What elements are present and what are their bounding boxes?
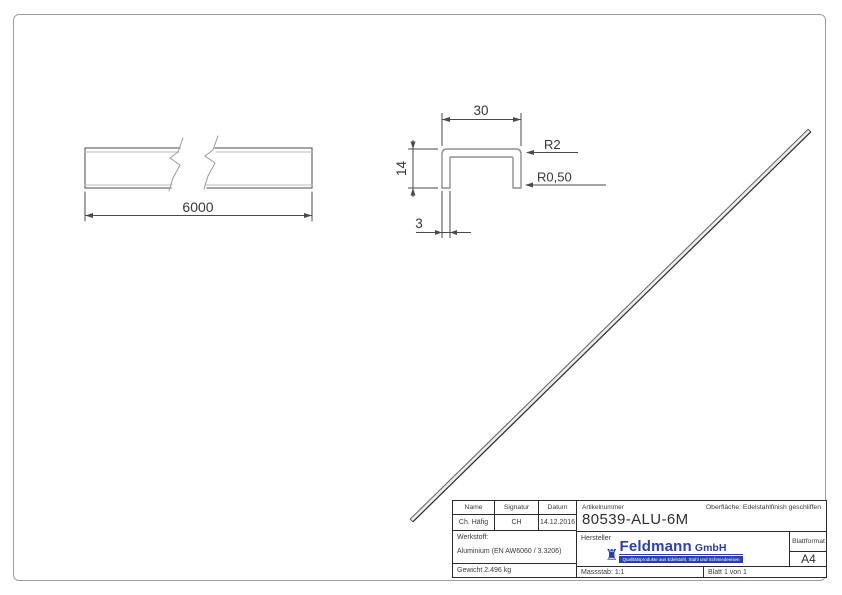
dim-height-label: 14: [394, 161, 409, 177]
titleblock-value-name: Ch. Häfig: [453, 515, 495, 531]
isometric-rod: [409, 128, 812, 523]
titleblock-werkstoff-cell: Werkstoff: Aluminium (EN AW6060 / 3.3206…: [453, 531, 577, 564]
titleblock-hersteller-cell: Hersteller ♜ Feldmann GmbH Qualitätsprod…: [577, 532, 790, 567]
oberflaeche-text: Oberfläche: Edelstahlfinish geschliffen: [706, 504, 821, 511]
dim-length: [84, 191, 313, 222]
oberflaeche-label: Oberfläche:: [705, 504, 742, 511]
sheet-border: [13, 14, 826, 581]
dim-height: [408, 140, 438, 197]
dim-radius-inner: R0,50: [525, 170, 606, 188]
feldmann-logo: ♜ Feldmann GmbH Qualitätsprodukte aus Ed…: [605, 538, 743, 564]
titleblock-value-datum: 14.12.2016: [539, 515, 577, 531]
logo-tagline-banner: Qualitätsprodukte aus Edelstahl, Stahl u…: [619, 556, 743, 563]
dim-radius-outer: R2: [526, 137, 578, 155]
logo-suffix-text: GmbH: [694, 542, 727, 554]
title-block: Name Signatur Datum Ch. Häfig CH 14.12.2…: [452, 500, 827, 578]
titleblock-header-datum: Datum: [539, 501, 577, 515]
dim-length-label: 6000: [182, 199, 213, 215]
oberflaeche-value: Edelstahlfinish geschliffen: [742, 504, 821, 511]
titleblock-value-signatur: CH: [495, 515, 539, 531]
werkstoff-label: Werkstoff:: [457, 534, 489, 541]
titleblock-gewicht-cell: Gewicht 2.496 kg: [453, 564, 577, 577]
titleblock-blattformat-value: A4: [790, 552, 827, 567]
break-lines: [168, 135, 219, 192]
titleblock-blatt-cell: Blatt 1 von 1: [708, 568, 747, 576]
dim-thickness-label: 3: [415, 216, 423, 231]
feldmann-logo-icon: ♜: [605, 547, 619, 564]
artikelnummer-label: Artikelnummer: [582, 504, 624, 511]
logo-brand-text: Feldmann: [619, 538, 692, 555]
dim-radius-outer-label: R2: [544, 137, 561, 152]
titleblock-artikelnummer-cell: Artikelnummer Oberfläche: Edelstahlfinis…: [577, 501, 827, 532]
dim-width-label: 30: [473, 103, 488, 118]
section-view: 30 14 3 R2: [394, 103, 606, 238]
artikelnummer-value: 80539-ALU-6M: [582, 511, 689, 528]
titleblock-blattformat-label: Blattformat: [790, 532, 827, 552]
profile-outline: [441, 148, 522, 189]
titleblock-header-signatur: Signatur: [495, 501, 539, 515]
dim-width: [441, 113, 522, 146]
hersteller-label: Hersteller: [581, 535, 611, 542]
titleblock-header-name: Name: [453, 501, 495, 515]
dim-radius-inner-label: R0,50: [537, 170, 572, 185]
werkstoff-value: Aluminium (EN AW6060 / 3.3206): [457, 548, 562, 555]
titleblock-massstab-cell: Massstab: 1:1: [577, 567, 704, 577]
dim-thickness: [416, 191, 471, 238]
side-view: 6000: [84, 135, 313, 222]
